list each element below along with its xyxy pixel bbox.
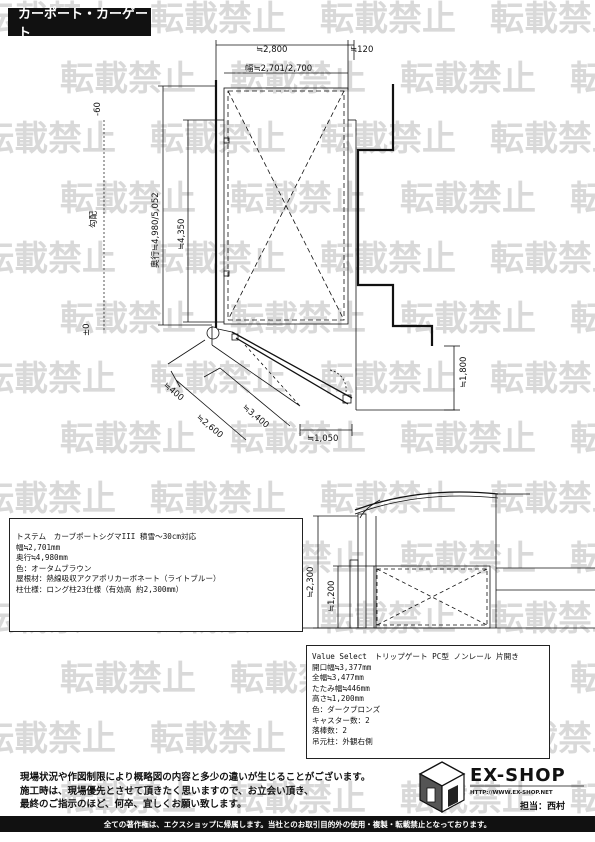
- dim-side-right: ≒1,800: [459, 357, 469, 388]
- notice-line: 現場状況や作図制限により概略図の内容と多少の違いが生じることがございます。: [20, 772, 371, 783]
- spec-line: 全幅≒3,477mm: [312, 673, 364, 683]
- spec-line: 色：ダークブロンズ: [312, 704, 381, 714]
- elevation-post: [357, 513, 367, 629]
- page-title: カーポート・カーゲート: [8, 7, 151, 41]
- spec-line: 色：オータムブラウン: [16, 563, 92, 573]
- spec-line: 幅≒2,701mm: [16, 542, 61, 552]
- spec-line: キャスター数：2: [312, 715, 370, 725]
- elevation-roof-arc: [354, 491, 499, 511]
- dim-diag-2600: ≒2,600: [194, 413, 225, 441]
- carport-spec-box: トステム カーブポートシグマIII 積雪～30cm対応 幅≒2,701mm 奥行…: [9, 518, 303, 632]
- spec-line: トステム カーブポートシグマIII 積雪～30cm対応: [16, 532, 197, 541]
- spec-line: 落棒数：2: [312, 726, 347, 736]
- dim-roof-width: 幅≒2,701/2,700: [245, 63, 312, 74]
- spec-line: 奥行≒4,980mm: [16, 553, 68, 563]
- notice-line: 施工時は、現場優先とさせて頂きたく思いますので、お立会い頂き、: [20, 785, 314, 797]
- post-bottom: [223, 270, 230, 277]
- dim-diag-400: ≒400: [161, 381, 185, 404]
- dim-top-width: ≒2,800: [256, 45, 287, 55]
- notice-line: 最終のご指示のほど、何卒、宜しくお願い致します。: [20, 799, 247, 810]
- staff-name: 担当：西村: [520, 802, 566, 812]
- ex-shop-logo-icon: [418, 761, 584, 814]
- gate-spec-box: Value Select トリップゲート PC型 ノンレール 片開き 開口幅≒3…: [306, 645, 550, 759]
- spec-line: 高さ≒1,200mm: [312, 694, 364, 704]
- spec-line: たたみ幅≒446mm: [312, 683, 370, 693]
- dim-top-offset: ≒120: [350, 45, 373, 55]
- gate-pivot: [206, 326, 220, 340]
- dim-bottom-1050: ≒1,050: [307, 434, 338, 444]
- dim-post-span: ≒4,350: [177, 219, 187, 250]
- gradient-label: 勾配: [88, 210, 99, 228]
- dim-depth: 奥行≒4,980/5,052: [150, 192, 161, 268]
- spec-line: 柱仕様：ロング柱23仕様（有効高 約2,300mm）: [16, 584, 184, 594]
- post-top: [223, 137, 230, 144]
- brand-name: EX-SHOP: [470, 765, 566, 786]
- spec-line: 吊元柱：外観右側: [312, 736, 373, 746]
- dim-height-gate: ≒1,200: [327, 581, 337, 612]
- dim-height-total: ≒2,300: [306, 567, 316, 598]
- level-top: -60: [93, 102, 103, 116]
- carport-roof-outline: [223, 87, 349, 325]
- carport-roof-dashed: [227, 90, 345, 321]
- site-notice: 現場状況や作図制限により概略図の内容と多少の違いが生じることがございます。 施工…: [20, 771, 400, 812]
- spec-line: 開口幅≒3,377mm: [312, 662, 372, 672]
- brand-url: HTTP://WWW.EX-SHOP.NET: [470, 790, 553, 796]
- level-zero: ±0: [82, 323, 92, 336]
- spec-line: 屋根材：熱線吸収アクアポリカーボネート（ライトブルー）: [16, 574, 221, 584]
- house-wall: [356, 84, 434, 346]
- copyright-footer: 全ての著作権は、エクスショップに帰属します。当社とのお取引目的外の使用・複製・転…: [0, 816, 595, 832]
- elevation-gate: [373, 565, 491, 629]
- dim-diag-3400: ≒3,400: [240, 403, 271, 431]
- spec-line: Value Select トリップゲート PC型 ノンレール 片開き: [312, 652, 519, 661]
